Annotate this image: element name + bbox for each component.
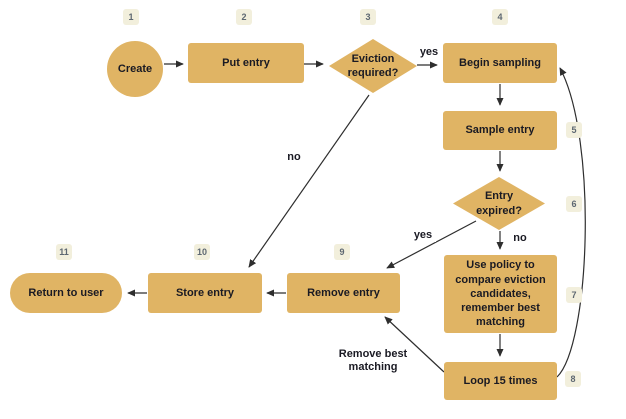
step-badge-3: 3 — [360, 9, 376, 25]
node-loop-15-times: Loop 15 times — [444, 362, 557, 400]
edge-label-eviction-yes: yes — [416, 46, 442, 60]
step-badge-2: 2 — [236, 9, 252, 25]
node-remove-entry: Remove entry — [287, 273, 400, 313]
node-store-entry: Store entry — [148, 273, 262, 313]
step-badge-9: 9 — [334, 244, 350, 260]
step-badge-8: 8 — [565, 371, 581, 387]
step-badge-7: 7 — [566, 287, 582, 303]
node-use-policy: Use policy to compare eviction candidate… — [444, 255, 557, 333]
step-badge-5: 5 — [566, 122, 582, 138]
node-eviction-required: Eviction required? — [329, 39, 417, 93]
edge-loop-to-begin-sampling — [556, 67, 586, 378]
step-badge-10: 10 — [194, 244, 210, 260]
edge-label-expired-yes: yes — [410, 229, 436, 243]
node-create: Create — [107, 41, 163, 97]
step-badge-11: 11 — [56, 244, 72, 260]
node-return-to-user: Return to user — [10, 273, 122, 313]
node-entry-expired: Entry expired? — [453, 177, 545, 230]
node-begin-sampling: Begin sampling — [443, 43, 557, 83]
step-badge-6: 6 — [566, 196, 582, 212]
edge-label-expired-no: no — [507, 232, 533, 246]
edge-label-remove-best-matching: Remove best matching — [335, 348, 411, 375]
edge-label-eviction-no: no — [281, 151, 307, 165]
edge-eviction-no-to-store-entry — [248, 94, 370, 268]
node-sample-entry: Sample entry — [443, 111, 557, 150]
node-put-entry: Put entry — [188, 43, 304, 83]
step-badge-1: 1 — [123, 9, 139, 25]
step-badge-4: 4 — [492, 9, 508, 25]
